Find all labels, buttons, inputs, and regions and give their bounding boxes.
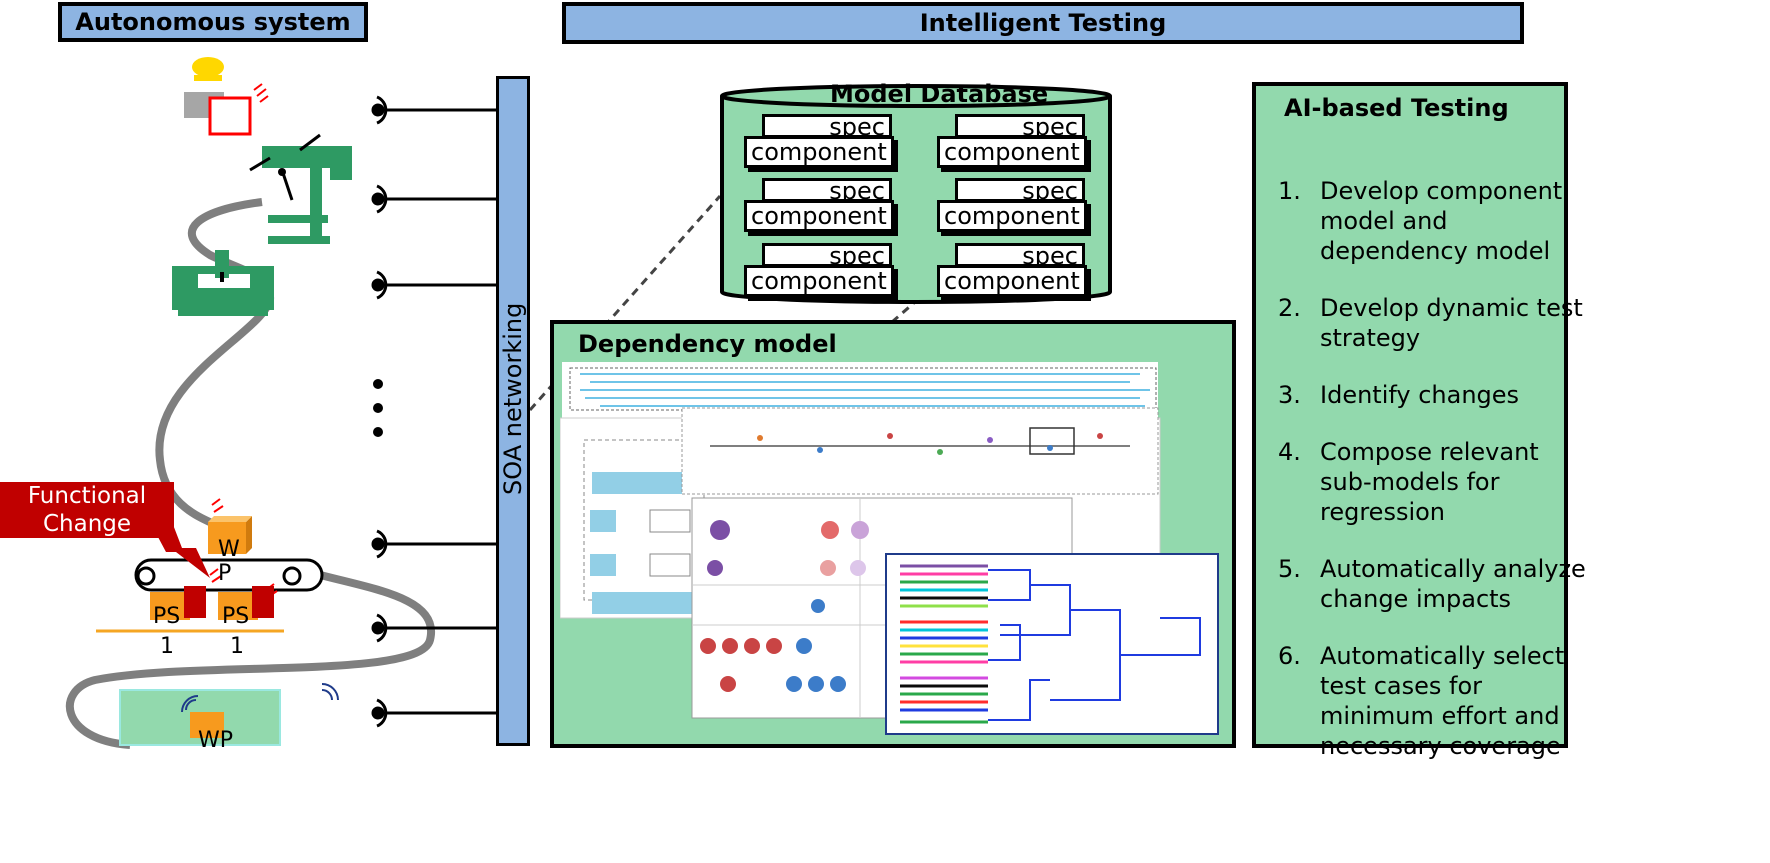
connector-5 [371,613,497,643]
step-4: 4.Compose relevant sub-models for regres… [1278,438,1539,526]
component-spec-2: spec component [937,114,1087,168]
cable-path [155,198,274,529]
ai-testing-steps: 1.Develop component model and dependency… [1278,176,1590,788]
ai-testing-title: AI-based Testing [1284,94,1509,122]
dependency-model-title: Dependency model [578,330,837,358]
connector-2 [371,184,497,214]
connector-4 [371,529,497,559]
component-spec-6: spec component [937,243,1087,297]
zoom-line-2 [891,300,916,324]
connector-1 [371,95,497,125]
autonomous-system-header: Autonomous system [58,2,368,42]
ps-left-label: PS [153,604,181,629]
component-spec-1: spec component [744,114,894,168]
autonomous-system-title: Autonomous system [75,8,351,36]
connector-3 [371,270,497,300]
model-database-title: Model Database [830,80,1049,108]
ai-testing-panel: AI-based Testing 1.Develop component mod… [1252,82,1586,760]
cable-path-lower [65,571,436,749]
drill-press-icon [249,133,352,244]
ps-box-left-icon [150,586,206,620]
dependency-model-thumbnails [560,362,1219,735]
step-2: 2.Develop dynamic test strategy [1278,294,1583,352]
conveyor-icon [134,498,324,598]
workpiece-box-icon [208,516,252,554]
soa-networking-label: SOA networking [499,302,527,495]
wp-box-label: WP [198,728,234,753]
intelligent-testing-header: Intelligent Testing [562,2,1524,44]
component-spec-3: spec component [744,178,894,232]
step-3: 3.Identify changes [1278,381,1520,409]
worker-icon [184,57,269,136]
component-spec-4: spec component [937,178,1087,232]
intelligent-testing-title: Intelligent Testing [919,9,1167,37]
step-6: 6.Automatically select test cases for mi… [1278,642,1565,760]
functional-change-label: Functional Change [0,482,174,538]
ps-box-right-icon [218,586,274,620]
soa-networking-bar [496,76,530,746]
network-connectors [371,95,497,728]
component-spec-5: spec component [744,243,894,297]
wp-station-icon [119,683,339,746]
ps-right-number: 1 [230,634,244,659]
ps-right-label: PS [222,604,250,629]
wp-belt-label: W P [218,537,240,586]
connector-6 [371,698,497,728]
ps-left-number: 1 [160,634,174,659]
milling-machine-icon [172,250,274,316]
step-5: 5.Automatically analyze change impacts [1278,555,1586,613]
step-1: 1.Develop component model and dependency… [1278,177,1563,265]
ellipsis-dots [373,379,383,437]
